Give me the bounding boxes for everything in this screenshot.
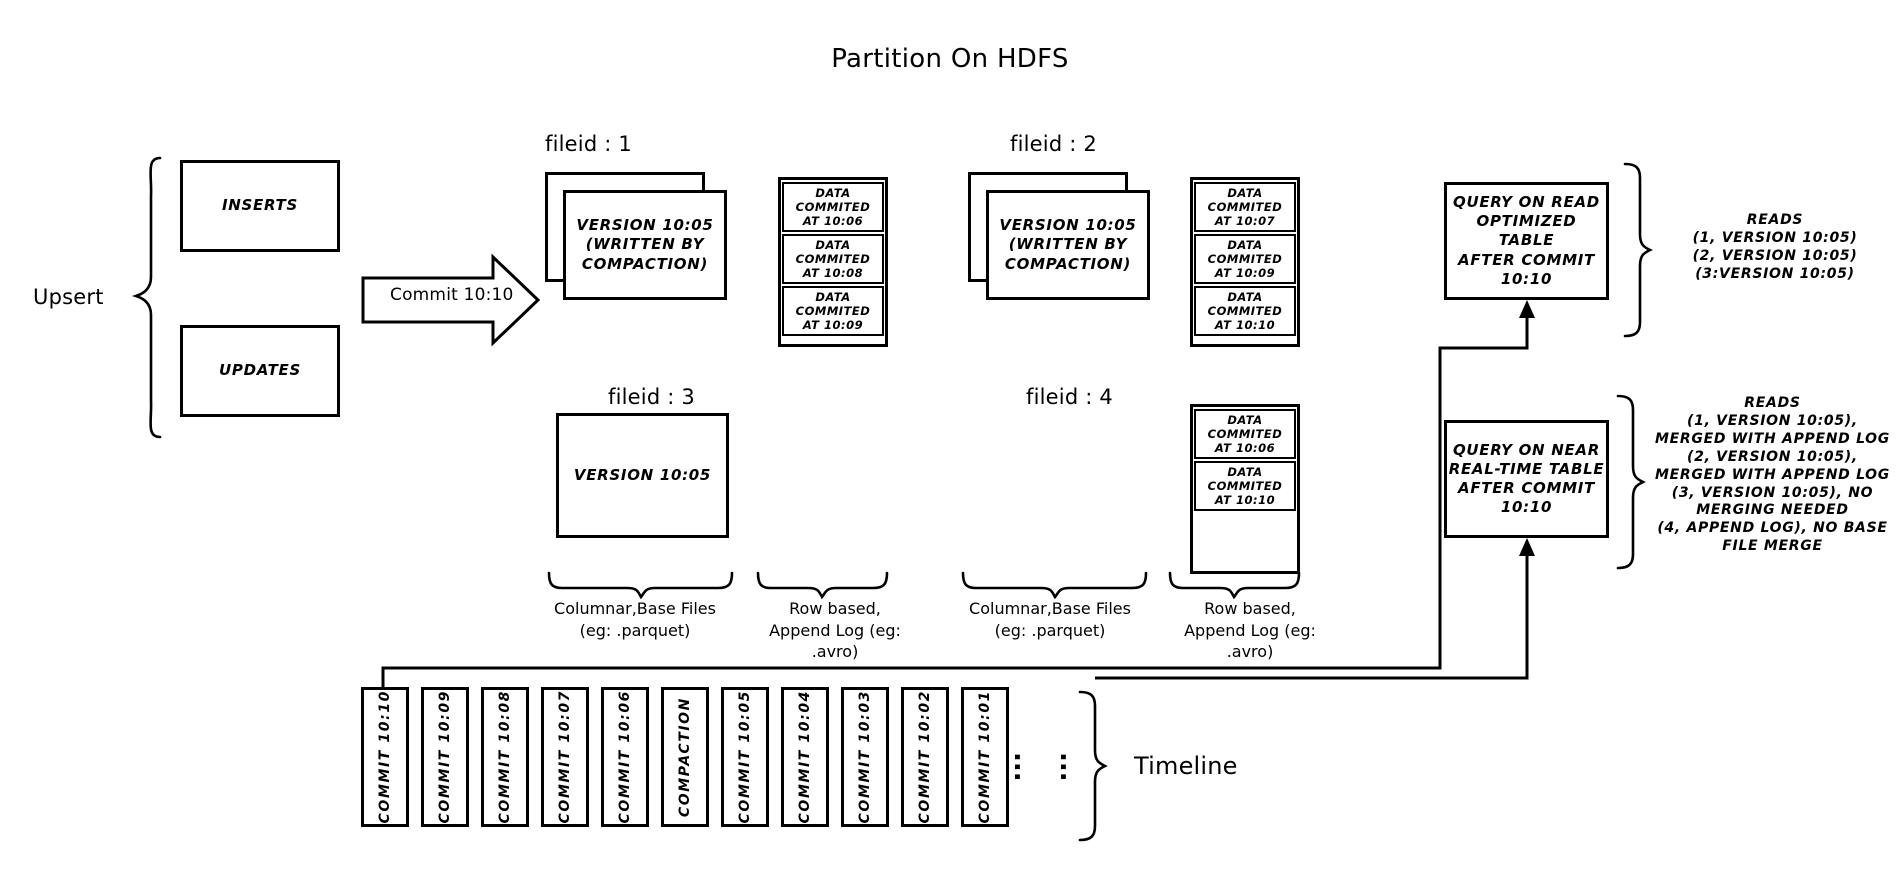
page-title: Partition On HDFS <box>831 44 1069 74</box>
timeline-card-label: COMMIT 10:03 <box>857 690 873 824</box>
timeline-card-label: COMMIT 10:05 <box>737 690 753 824</box>
caption-rowlog-right: Row based,Append Log (eg:.avro) <box>1184 599 1316 662</box>
timeline-card[interactable]: COMMIT 10:05 <box>721 687 769 827</box>
timeline-ellipsis-2: ... <box>1054 752 1084 782</box>
timeline-card-label: COMMIT 10:10 <box>377 690 393 824</box>
timeline-card[interactable]: COMMIT 10:10 <box>361 687 409 827</box>
timeline-card[interactable]: COMMIT 10:04 <box>781 687 829 827</box>
inserts-box: INSERTS <box>180 160 340 252</box>
fileid-3-base-file: VERSION 10:05 <box>556 413 729 538</box>
timeline-card[interactable]: COMMIT 10:06 <box>601 687 649 827</box>
timeline-card[interactable]: COMMIT 10:01 <box>961 687 1009 827</box>
timeline-card-label: COMMIT 10:04 <box>797 690 813 824</box>
timeline-card[interactable]: COMMIT 10:09 <box>421 687 469 827</box>
fileid-1-label: fileid : 1 <box>545 132 632 156</box>
reads-read-optimized: READS(1, VERSION 10:05)(2, VERSION 10:05… <box>1692 212 1858 282</box>
timeline-card-label: COMMIT 10:07 <box>557 690 573 824</box>
updates-label: UPDATES <box>219 361 301 380</box>
fileid-4-label: fileid : 4 <box>1026 385 1113 409</box>
timeline-card-label: COMMIT 10:01 <box>977 690 993 824</box>
fileid-3-label: fileid : 3 <box>608 385 695 409</box>
timeline-card-label: COMMIT 10:09 <box>437 690 453 824</box>
upsert-brace <box>131 156 162 439</box>
caption-columnar-right: Columnar,Base Files(eg: .parquet) <box>969 599 1131 640</box>
timeline-card[interactable]: COMMIT 10:08 <box>481 687 529 827</box>
brace-rowlog-left <box>756 571 889 600</box>
timeline-card[interactable]: COMMIT 10:03 <box>841 687 889 827</box>
timeline-card-label: COMMIT 10:08 <box>497 690 513 824</box>
timeline-card-label: COMMIT 10:02 <box>917 690 933 824</box>
timeline-card-label: COMPACTION <box>677 696 693 818</box>
timeline-card[interactable]: COMMIT 10:07 <box>541 687 589 827</box>
fileid-2-label: fileid : 2 <box>1010 132 1097 156</box>
upsert-label: Upsert <box>33 285 104 309</box>
timeline-card-label: COMMIT 10:06 <box>617 690 633 824</box>
caption-rowlog-left: Row based,Append Log (eg:.avro) <box>769 599 901 662</box>
timeline-card[interactable]: COMMIT 10:02 <box>901 687 949 827</box>
arrowhead-read-optimized <box>1519 300 1535 318</box>
inserts-label: INSERTS <box>222 196 298 215</box>
updates-box: UPDATES <box>180 325 340 417</box>
brace-columnar-left <box>547 571 734 600</box>
brace-rowlog-right <box>1168 571 1301 600</box>
brace-reads-read-optimized <box>1623 162 1653 338</box>
caption-columnar-left: Columnar,Base Files(eg: .parquet) <box>554 599 716 640</box>
timeline-card-strip: COMMIT 10:10 COMMIT 10:09 COMMIT 10:08 COMM… <box>361 687 1061 832</box>
fileid-3-base-file-text: VERSION 10:05 <box>573 465 712 484</box>
arrowhead-near-realtime <box>1519 538 1535 556</box>
timeline-ellipsis-1: ... <box>1008 752 1038 782</box>
brace-columnar-right <box>961 571 1148 600</box>
commit-arrow-label: Commit 10:10 <box>390 285 514 305</box>
reads-near-realtime: READS(1, VERSION 10:05),MERGED WITH APPE… <box>1655 395 1890 555</box>
timeline-card[interactable]: COMPACTION <box>661 687 709 827</box>
timeline-label: Timeline <box>1134 752 1238 780</box>
